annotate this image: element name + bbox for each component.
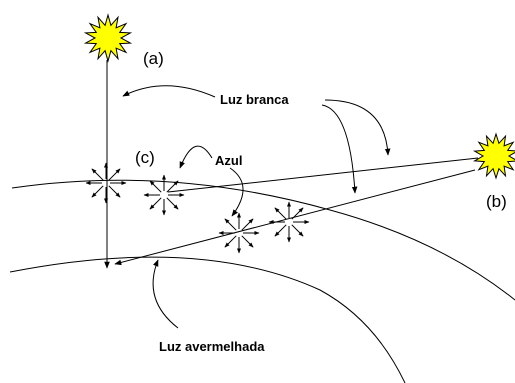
scatter-arrow <box>224 218 237 231</box>
atmosphere-boundary <box>11 179 515 301</box>
scatter-arrow <box>108 185 121 198</box>
scatter-center-3 <box>218 212 260 254</box>
sun-a-icon <box>83 13 133 63</box>
label-point-c: (c) <box>135 148 155 167</box>
scatter-arrow <box>274 224 287 237</box>
scatter-arrow <box>241 235 254 248</box>
scatter-arrow <box>291 207 304 220</box>
label-blue: Azul <box>215 153 242 168</box>
scatter-arrow <box>91 168 104 181</box>
scatter-arrow <box>166 197 179 210</box>
earth-surface <box>9 256 406 383</box>
pointer-blue-to-scatter-2 <box>229 167 244 217</box>
scatter-center-2 <box>143 174 185 216</box>
label-sun-a: (a) <box>143 49 164 68</box>
scatter-arrow <box>166 180 179 193</box>
scatter-arrow <box>274 207 287 220</box>
scatter-arrow <box>149 197 162 210</box>
pointer-white-to-ray-b-upper <box>324 99 391 156</box>
label-white-light: Luz branca <box>220 92 289 107</box>
scatter-arrow <box>291 224 304 237</box>
pointer-white-to-ray-a <box>122 85 216 98</box>
pointer-reddish-to-earth <box>152 259 179 329</box>
ray-sun-b-lower <box>114 169 476 266</box>
label-reddish-light: Luz avermelhada <box>159 339 265 354</box>
ray-sun-b-upper <box>167 157 479 193</box>
label-sun-b: (b) <box>486 192 507 211</box>
scatter-arrow <box>108 168 121 181</box>
scatter-arrow <box>149 180 162 193</box>
pointer-white-to-ray-b-lower <box>321 104 358 194</box>
pointer-blue-to-scatter-1 <box>179 145 213 169</box>
scatter-arrow <box>91 185 104 198</box>
sun-b-icon <box>472 132 515 180</box>
scatter-center-c <box>85 162 127 204</box>
scatter-center-4 <box>268 201 310 243</box>
scatter-arrow <box>241 218 254 231</box>
scatter-arrow <box>224 235 237 248</box>
